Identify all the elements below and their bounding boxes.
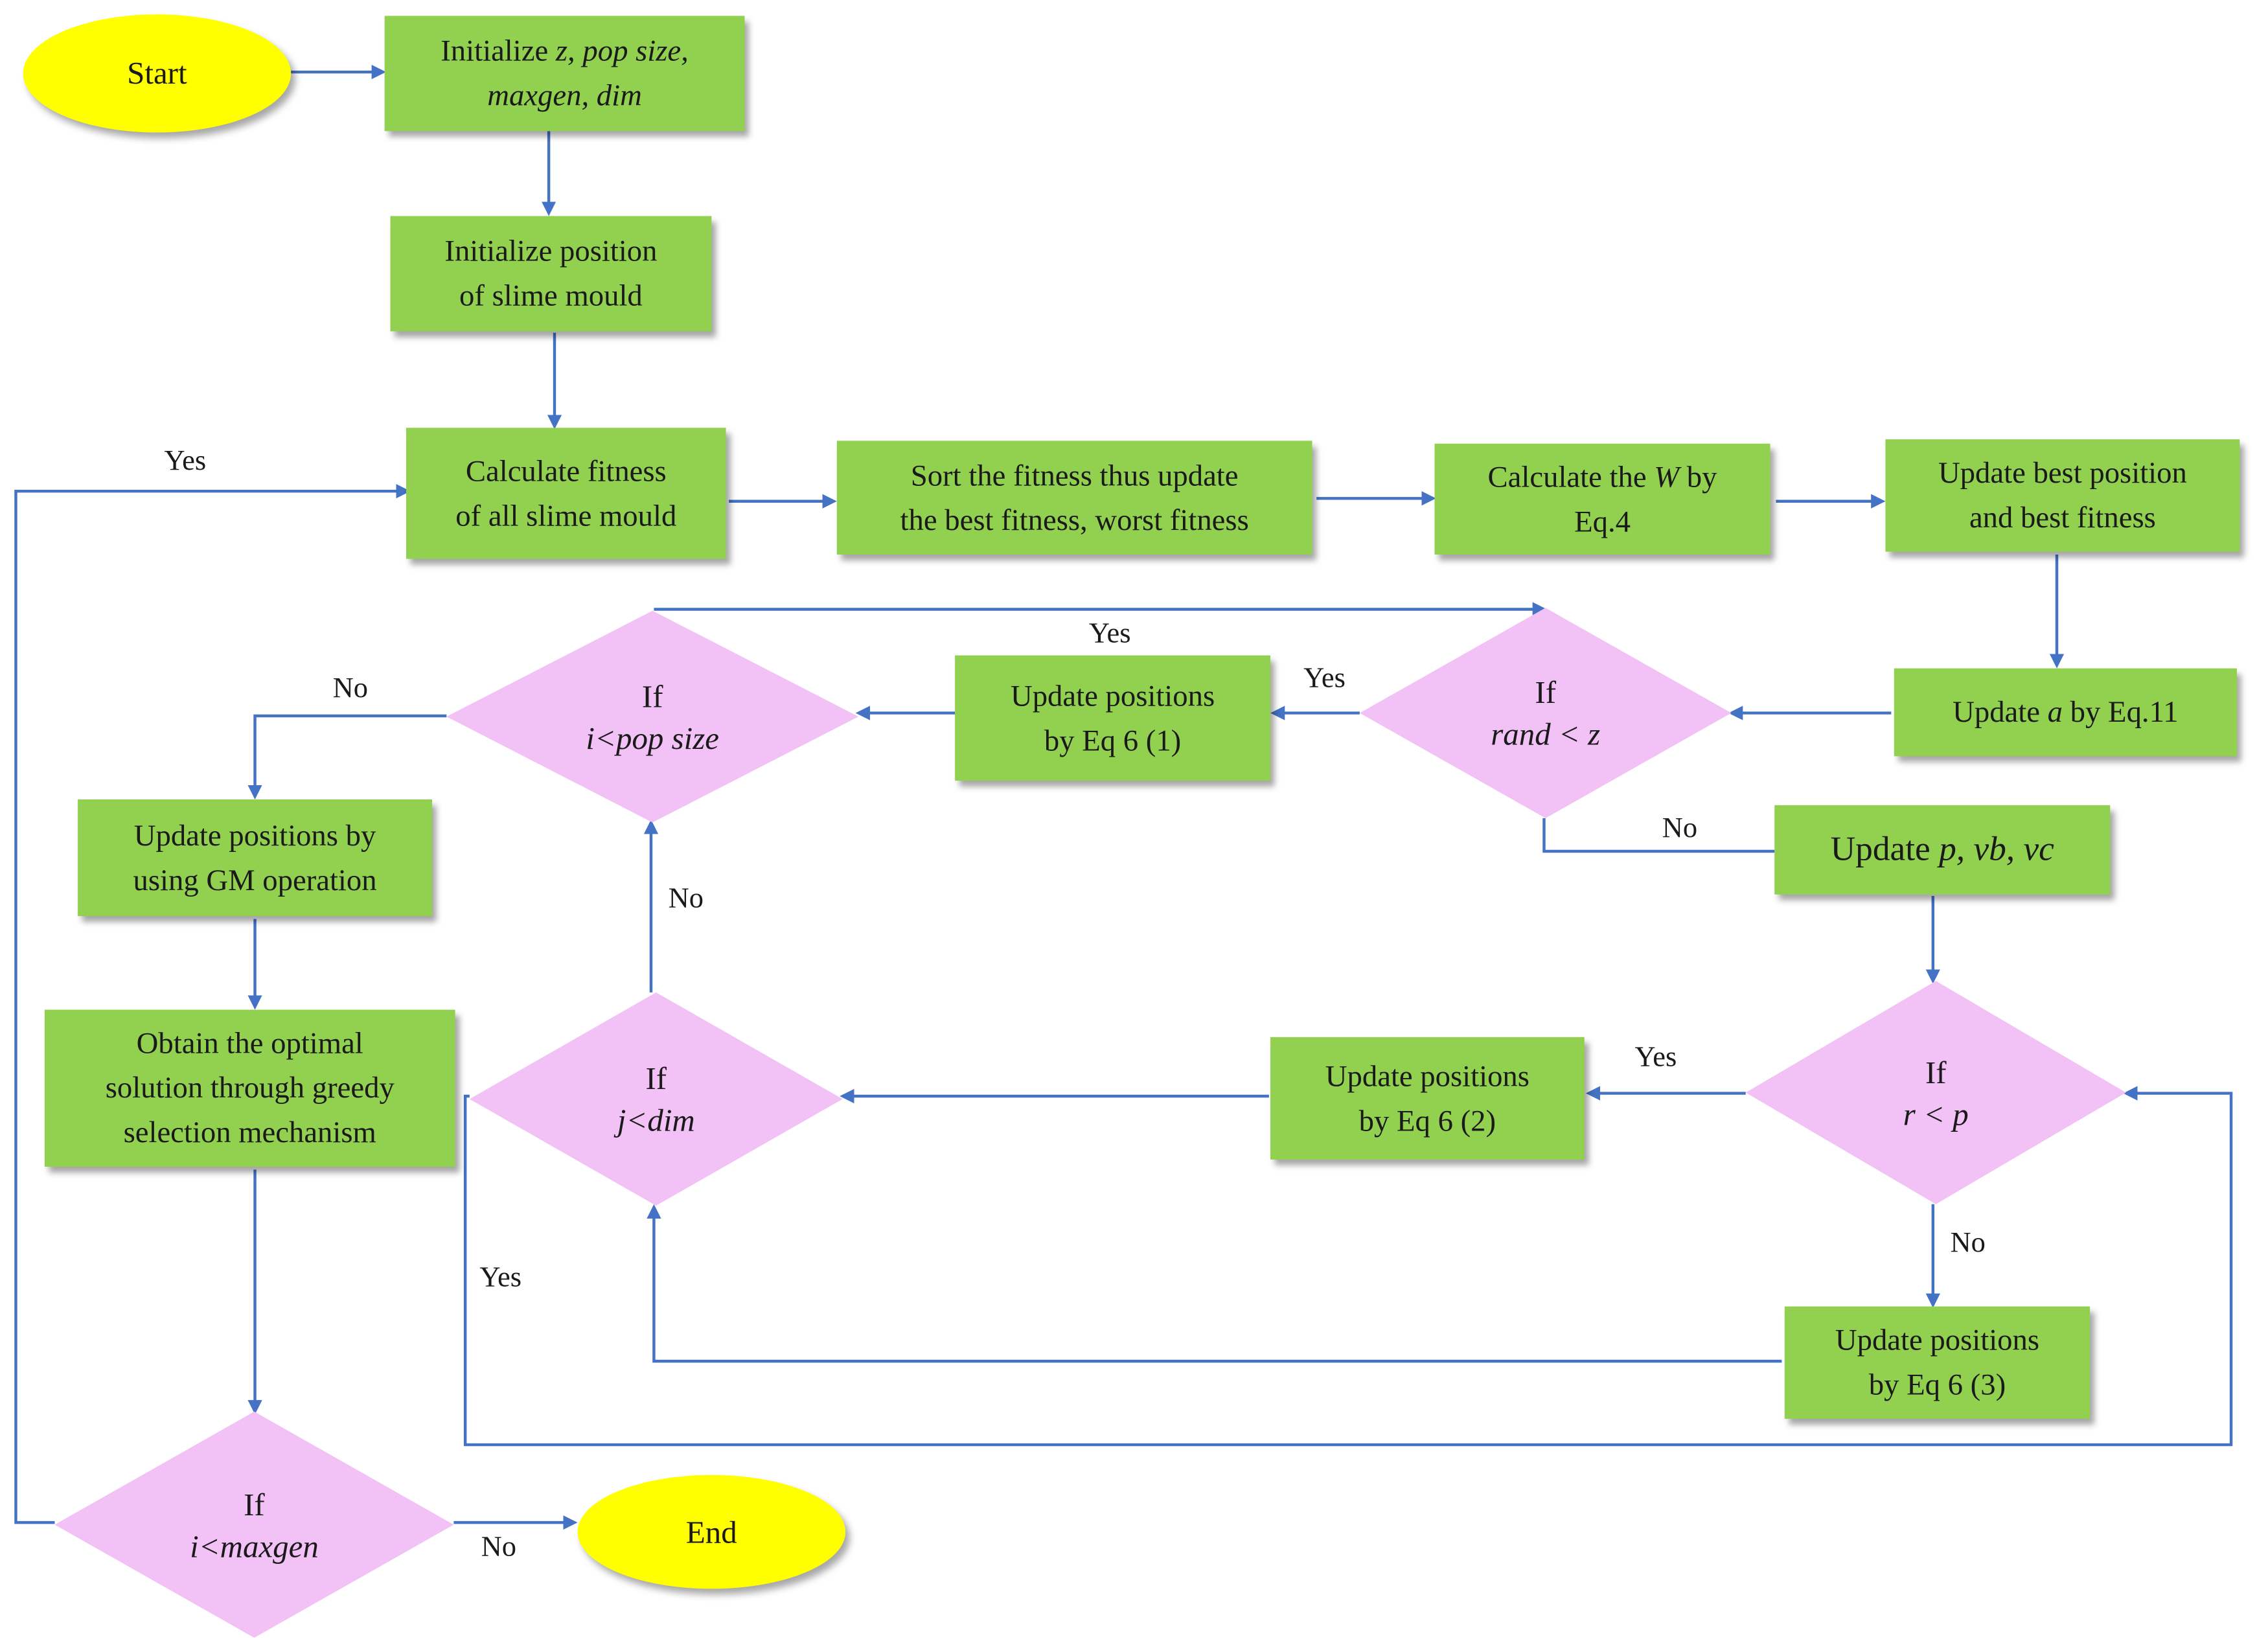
ifr-cond: r < p [1903,1095,1969,1132]
eq63-line2: by Eq 6 (3) [1868,1367,2006,1402]
ifmaxgen-if: If [244,1486,265,1522]
update-eq6-1-box: Update positions by Eq 6 (1) [955,655,1271,781]
decision-rand-lt-z: If rand < z [1359,608,1732,818]
eq63-line1: Update positions [1835,1322,2040,1357]
greedy-line1: Obtain the optimal [136,1026,363,1061]
gm-line1: Update positions by [133,817,376,853]
update-a-box: Update a by Eq.11 [1894,668,2237,757]
decision-i-lt-popsize: If i<pop size [446,610,859,823]
edge-ifpop-gm-no [247,714,447,799]
greedy-line3: selection mechanism [123,1114,376,1150]
calcfit-line2: of all slime mould [455,498,677,533]
edge-ifdim-ifr-yes [463,1086,2233,1447]
gm-operation-box: Update positions by using GM operation [78,799,433,917]
initpos-line2: of slime mould [459,278,643,313]
update-eq6-2-box: Update positions by Eq 6 (2) [1270,1037,1585,1160]
eq61-line1: Update positions [1010,678,1215,713]
end-node: End [577,1474,846,1589]
decision-r-lt-p: If r < p [1745,981,2126,1204]
label-yes-pop-top: Yes [1088,617,1131,650]
updatea-pre: Update [1953,694,2048,729]
calculate-w-box: Calculate the W by Eq.4 [1434,443,1770,555]
greedy-line2: solution through greedy [105,1070,395,1105]
ifrand-if: If [1535,674,1557,711]
sort-line2: the best fitness, worst fitness [900,501,1249,537]
label-no-maxgen: No [481,1531,516,1563]
updatep-pre: Update [1830,830,1940,868]
updatep-vars: p, vb, vc [1939,830,2054,868]
initpos-line1: Initialize position [444,233,658,268]
label-yes-loop: Yes [164,445,207,477]
update-p-vb-vc-box: Update p, vb, vc [1774,805,2111,895]
ifrand-cond: rand < z [1491,716,1601,752]
init-prefix: Initialize [441,33,556,68]
label-yes-r: Yes [1634,1041,1677,1073]
sort-fitness-box: Sort the fitness thus update the best fi… [836,441,1312,555]
decision-j-lt-dim: If j<dim [469,992,843,1206]
edge-ifrand-updatep-no [1542,818,1775,853]
eq62-line1: Update positions [1325,1058,1529,1093]
ifpop-cond: i<pop size [586,719,719,756]
init-vars-line1: z, pop size, [555,33,689,68]
calcw-line2: Eq.4 [1574,503,1631,538]
eq62-line2: by Eq 6 (2) [1358,1103,1496,1138]
label-no-pop: No [332,672,368,705]
best-line1: Update best position [1938,455,2187,490]
eq61-line2: by Eq 6 (1) [1044,722,1182,757]
end-label: End [685,1513,737,1550]
ifpop-if: If [641,678,663,714]
start-node: Start [23,14,292,133]
updatea-var: a [2047,694,2063,729]
edge-ifmaxgen-calcfit-yes [14,484,411,1524]
update-eq6-3-box: Update positions by Eq 6 (3) [1784,1306,2091,1419]
initialize-params-box: Initialize z, pop size, maxgen, dim [384,16,745,132]
ifr-if: If [1925,1053,1947,1090]
calculate-fitness-box: Calculate fitness of all slime mould [406,428,726,559]
decision-i-lt-maxgen: If i<maxgen [54,1411,454,1638]
label-yes-dim: Yes [479,1261,522,1294]
greedy-selection-box: Obtain the optimal solution through gree… [44,1009,455,1167]
edge-eq63-ifdim [647,1204,1782,1363]
calcw-post: by [1679,459,1717,494]
gm-line2: using GM operation [133,862,377,897]
label-no-r: No [1950,1227,1986,1259]
best-line2: and best fitness [1969,499,2156,534]
update-best-box: Update best position and best fitness [1885,439,2240,552]
sort-line1: Sort the fitness thus update [910,457,1239,492]
label-no-rand: No [1662,812,1698,844]
calcw-pre: Calculate the [1487,459,1655,494]
label-no-dim: No [668,882,704,915]
initialize-position-box: Initialize position of slime mould [390,216,712,332]
ifmaxgen-cond: i<maxgen [190,1527,319,1564]
label-yes-rand: Yes [1303,662,1346,694]
ifdim-cond: j<dim [617,1101,695,1138]
updatea-post: by Eq.11 [2063,694,2179,729]
ifdim-if: If [645,1060,667,1097]
init-vars-line2: maxgen, dim [487,78,642,113]
start-label: Start [127,54,187,91]
calcfit-line1: Calculate fitness [465,453,667,488]
calcw-var: W [1654,459,1680,494]
